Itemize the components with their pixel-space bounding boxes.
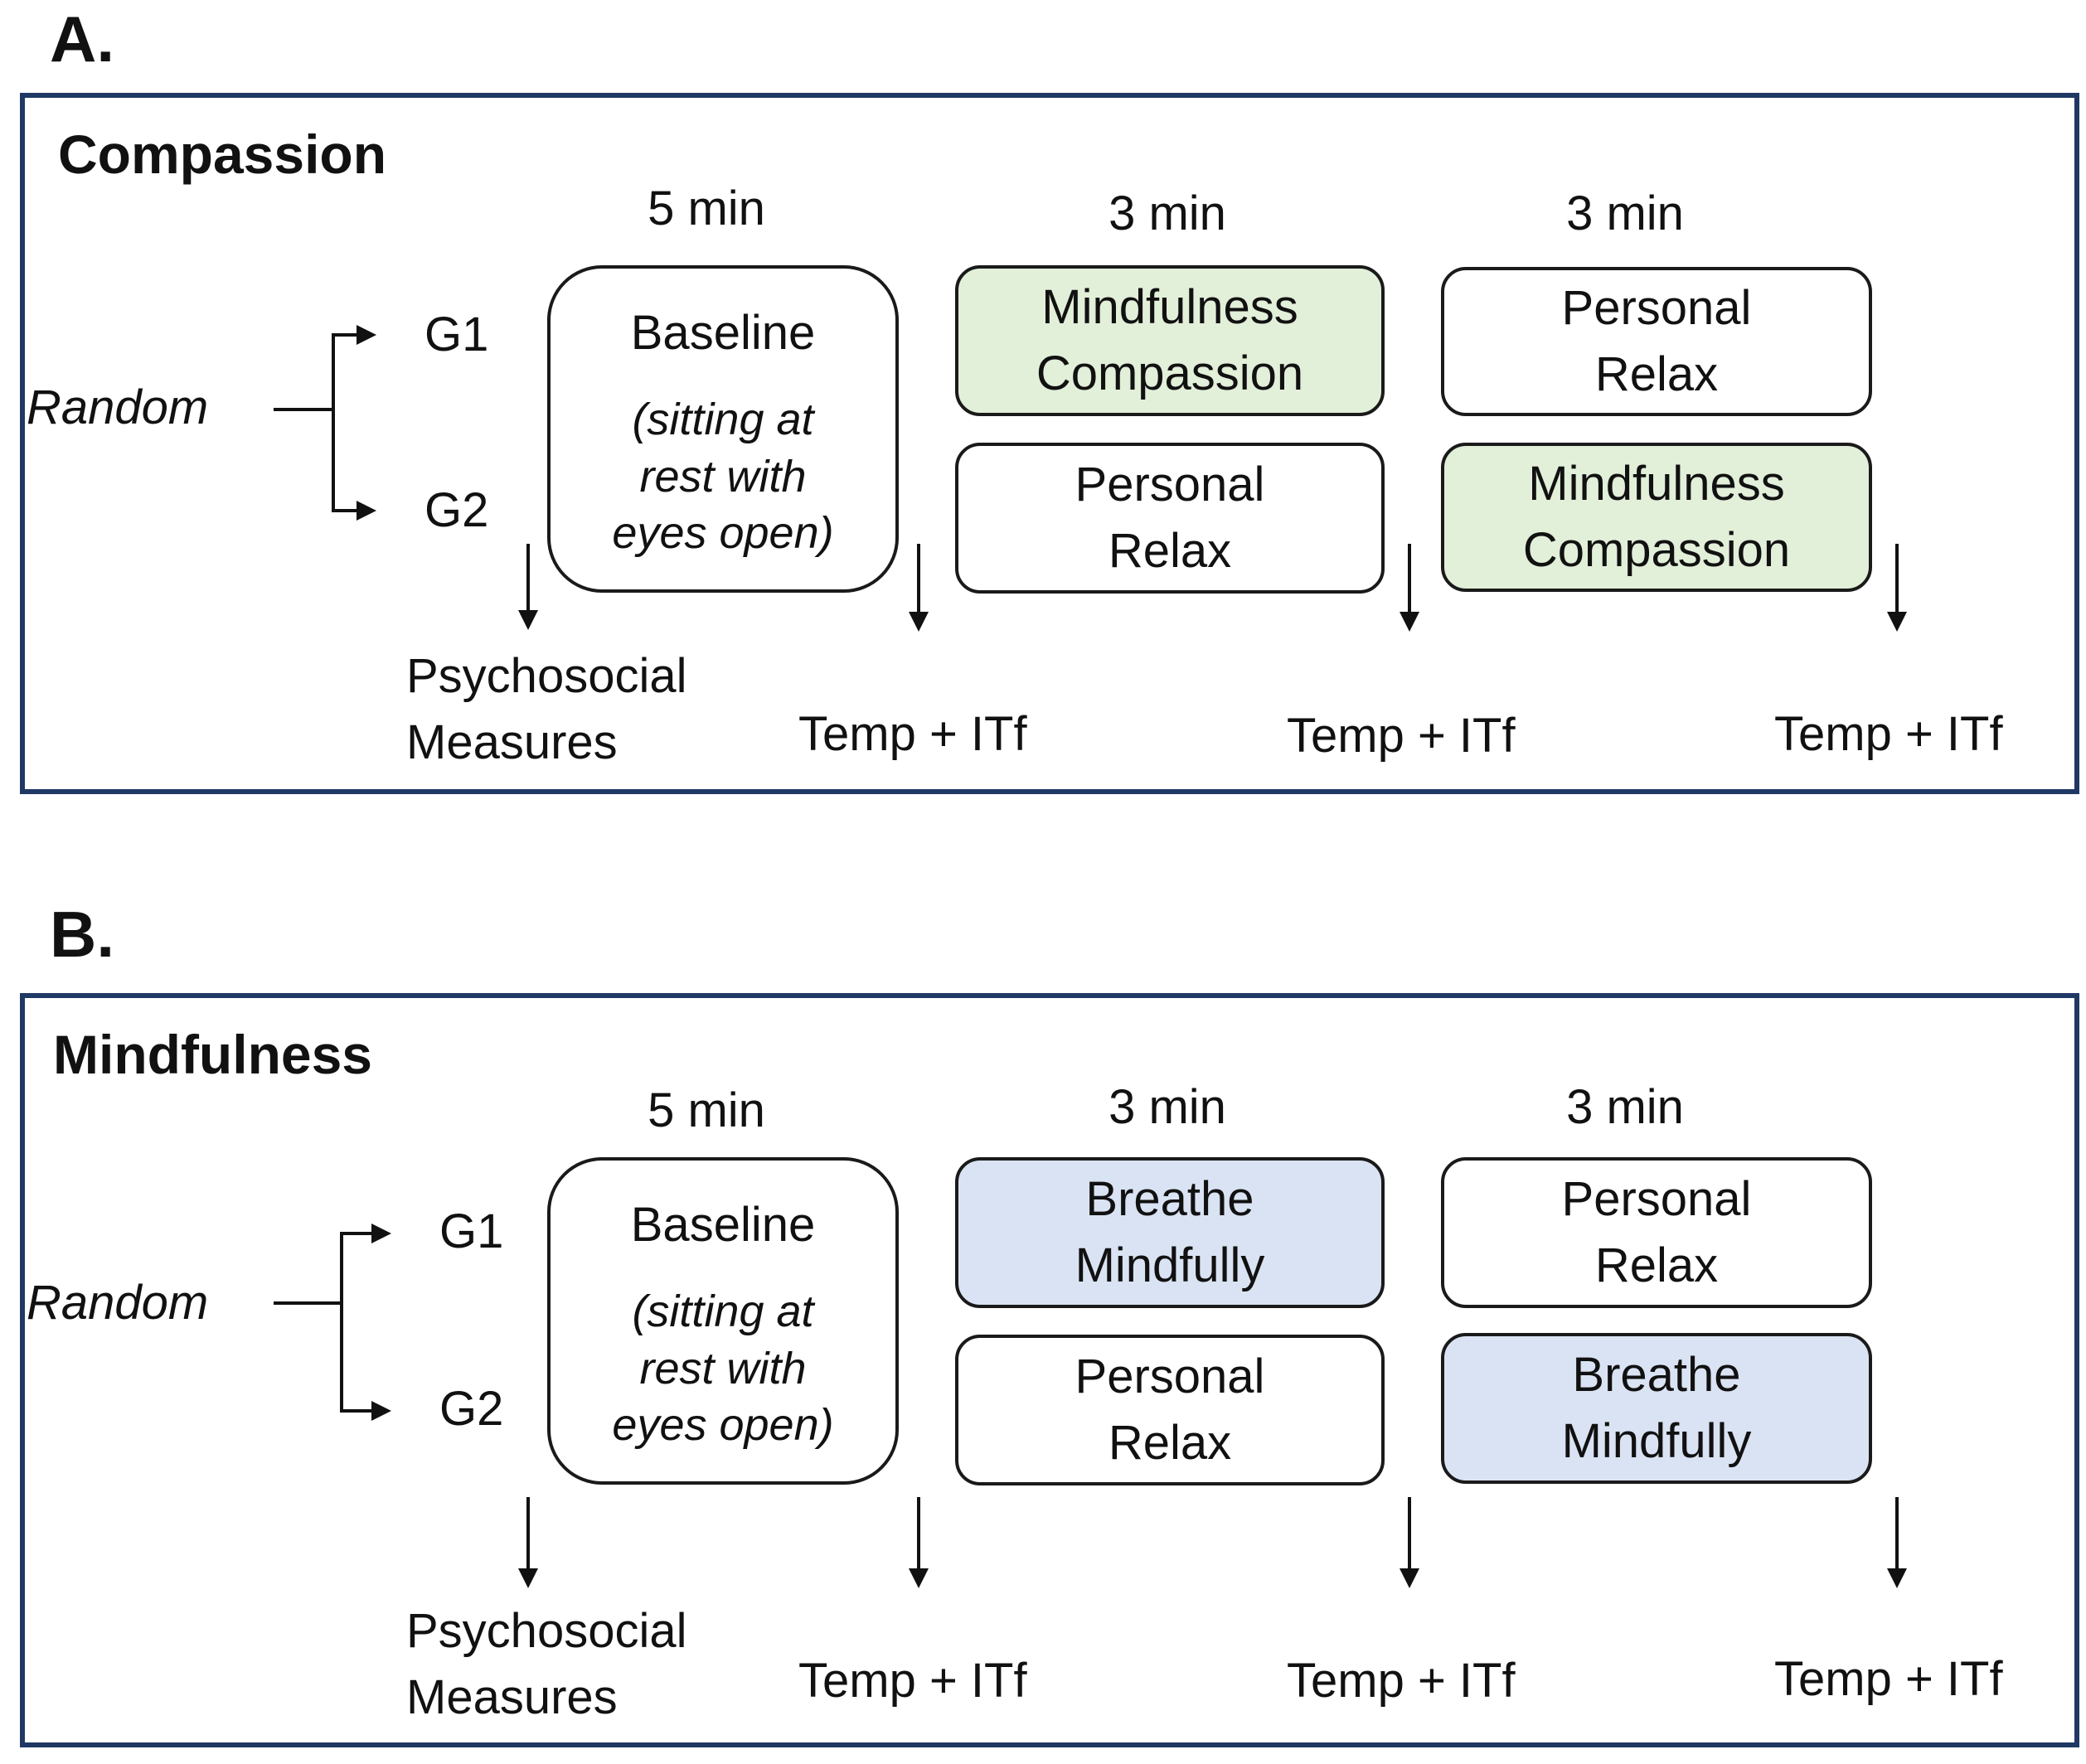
panel-b-g2-step1-box: Personal Relax xyxy=(955,1335,1385,1485)
panel-a-temp-measure-2: Temp + ITf xyxy=(1287,709,1516,763)
panel-a-duration-step2: 3 min xyxy=(1566,187,1684,240)
panel-b: Mindfulness xyxy=(20,993,2079,1747)
panel-a-g1-step1-box: Mindfulness Compassion xyxy=(955,265,1385,416)
step-label-line: Relax xyxy=(1594,347,1719,401)
panel-a-g2-step2-box: Mindfulness Compassion xyxy=(1441,443,1872,592)
panel-b-baseline-note-line: (sitting at xyxy=(632,1287,814,1337)
step-label-line: Mindfulness xyxy=(1528,456,1785,511)
panel-b-g1-label: G1 xyxy=(439,1204,504,1258)
step-label-line: Personal xyxy=(1561,1171,1752,1226)
measure-line: Psychosocial xyxy=(406,649,687,703)
panel-a-letter: A. xyxy=(50,2,114,75)
step-label-line: Relax xyxy=(1108,1416,1232,1470)
panel-b-g1-step1-box: Breathe Mindfully xyxy=(955,1157,1385,1308)
panel-b-psychosocial-measures: Psychosocial Measures xyxy=(406,1598,686,1731)
panel-a-baseline-note-line: (sitting at xyxy=(632,395,814,445)
panel-a-g2-label: G2 xyxy=(424,483,489,537)
panel-b-baseline-label: Baseline xyxy=(630,1198,816,1252)
step-label-line: Mindfully xyxy=(1561,1414,1752,1468)
panel-b-baseline-note-line: rest with xyxy=(639,1343,807,1393)
step-label-line: Personal xyxy=(1075,1349,1265,1403)
step-label-line: Relax xyxy=(1594,1238,1719,1292)
panel-a-g2-step1-box: Personal Relax xyxy=(955,443,1385,594)
panel-b-duration-step2: 3 min xyxy=(1566,1080,1684,1134)
panel-a-duration-step1: 3 min xyxy=(1108,187,1226,240)
step-label-line: Compassion xyxy=(1036,346,1304,400)
panel-a-psychosocial-measures: Psychosocial Measures xyxy=(406,643,686,776)
panel-a-baseline-note: (sitting at rest with eyes open) xyxy=(612,391,833,562)
panel-a-random-label: Random xyxy=(27,380,209,434)
measure-line: Measures xyxy=(406,715,618,770)
panel-b-g1-step2-box: Personal Relax xyxy=(1441,1157,1872,1308)
panel-a-title: Compassion xyxy=(58,124,387,185)
panel-a-g1-label: G1 xyxy=(424,308,489,361)
panel-b-g2-label: G2 xyxy=(439,1382,504,1436)
panel-b-duration-baseline: 5 min xyxy=(648,1083,765,1137)
panel-a-baseline-note-line: eyes open) xyxy=(612,508,834,559)
panel-a-baseline-note-line: rest with xyxy=(639,451,807,502)
panel-a-temp-measure-1: Temp + ITf xyxy=(798,707,1027,761)
measure-line: Psychosocial xyxy=(406,1604,687,1658)
panel-a-connectors xyxy=(274,325,1907,632)
panel-b-duration-step1: 3 min xyxy=(1108,1080,1226,1134)
panel-b-random-label: Random xyxy=(27,1276,209,1330)
panel-b-temp-measure-1: Temp + ITf xyxy=(798,1654,1027,1708)
panel-b-letter: B. xyxy=(50,898,114,971)
step-label-line: Breathe xyxy=(1085,1171,1254,1226)
panel-a-baseline-label: Baseline xyxy=(630,306,816,360)
panel-b-baseline-box: Baseline (sitting at rest with eyes open… xyxy=(547,1157,899,1485)
panel-b-temp-measure-2: Temp + ITf xyxy=(1287,1654,1516,1708)
panel-b-baseline-note-line: eyes open) xyxy=(612,1400,834,1451)
step-label-line: Personal xyxy=(1075,457,1265,511)
panel-b-baseline-note: (sitting at rest with eyes open) xyxy=(612,1283,833,1454)
step-label-line: Personal xyxy=(1561,280,1752,335)
step-label-line: Mindfulness xyxy=(1041,279,1298,334)
step-label-line: Relax xyxy=(1108,524,1232,578)
panel-a-duration-baseline: 5 min xyxy=(648,182,765,235)
panel-b-g2-step2-box: Breathe Mindfully xyxy=(1441,1333,1872,1484)
step-label-line: Breathe xyxy=(1572,1347,1741,1402)
step-label-line: Mindfully xyxy=(1075,1238,1265,1292)
panel-b-title: Mindfulness xyxy=(53,1024,373,1085)
panel-a: Compassion xyxy=(20,93,2079,794)
panel-b-temp-measure-3: Temp + ITf xyxy=(1774,1652,2003,1706)
panel-a-g1-step2-box: Personal Relax xyxy=(1441,267,1872,416)
panel-a-baseline-box: Baseline (sitting at rest with eyes open… xyxy=(547,265,899,593)
panel-a-temp-measure-3: Temp + ITf xyxy=(1774,707,2003,761)
measure-line: Measures xyxy=(406,1670,618,1725)
step-label-line: Compassion xyxy=(1522,523,1791,577)
